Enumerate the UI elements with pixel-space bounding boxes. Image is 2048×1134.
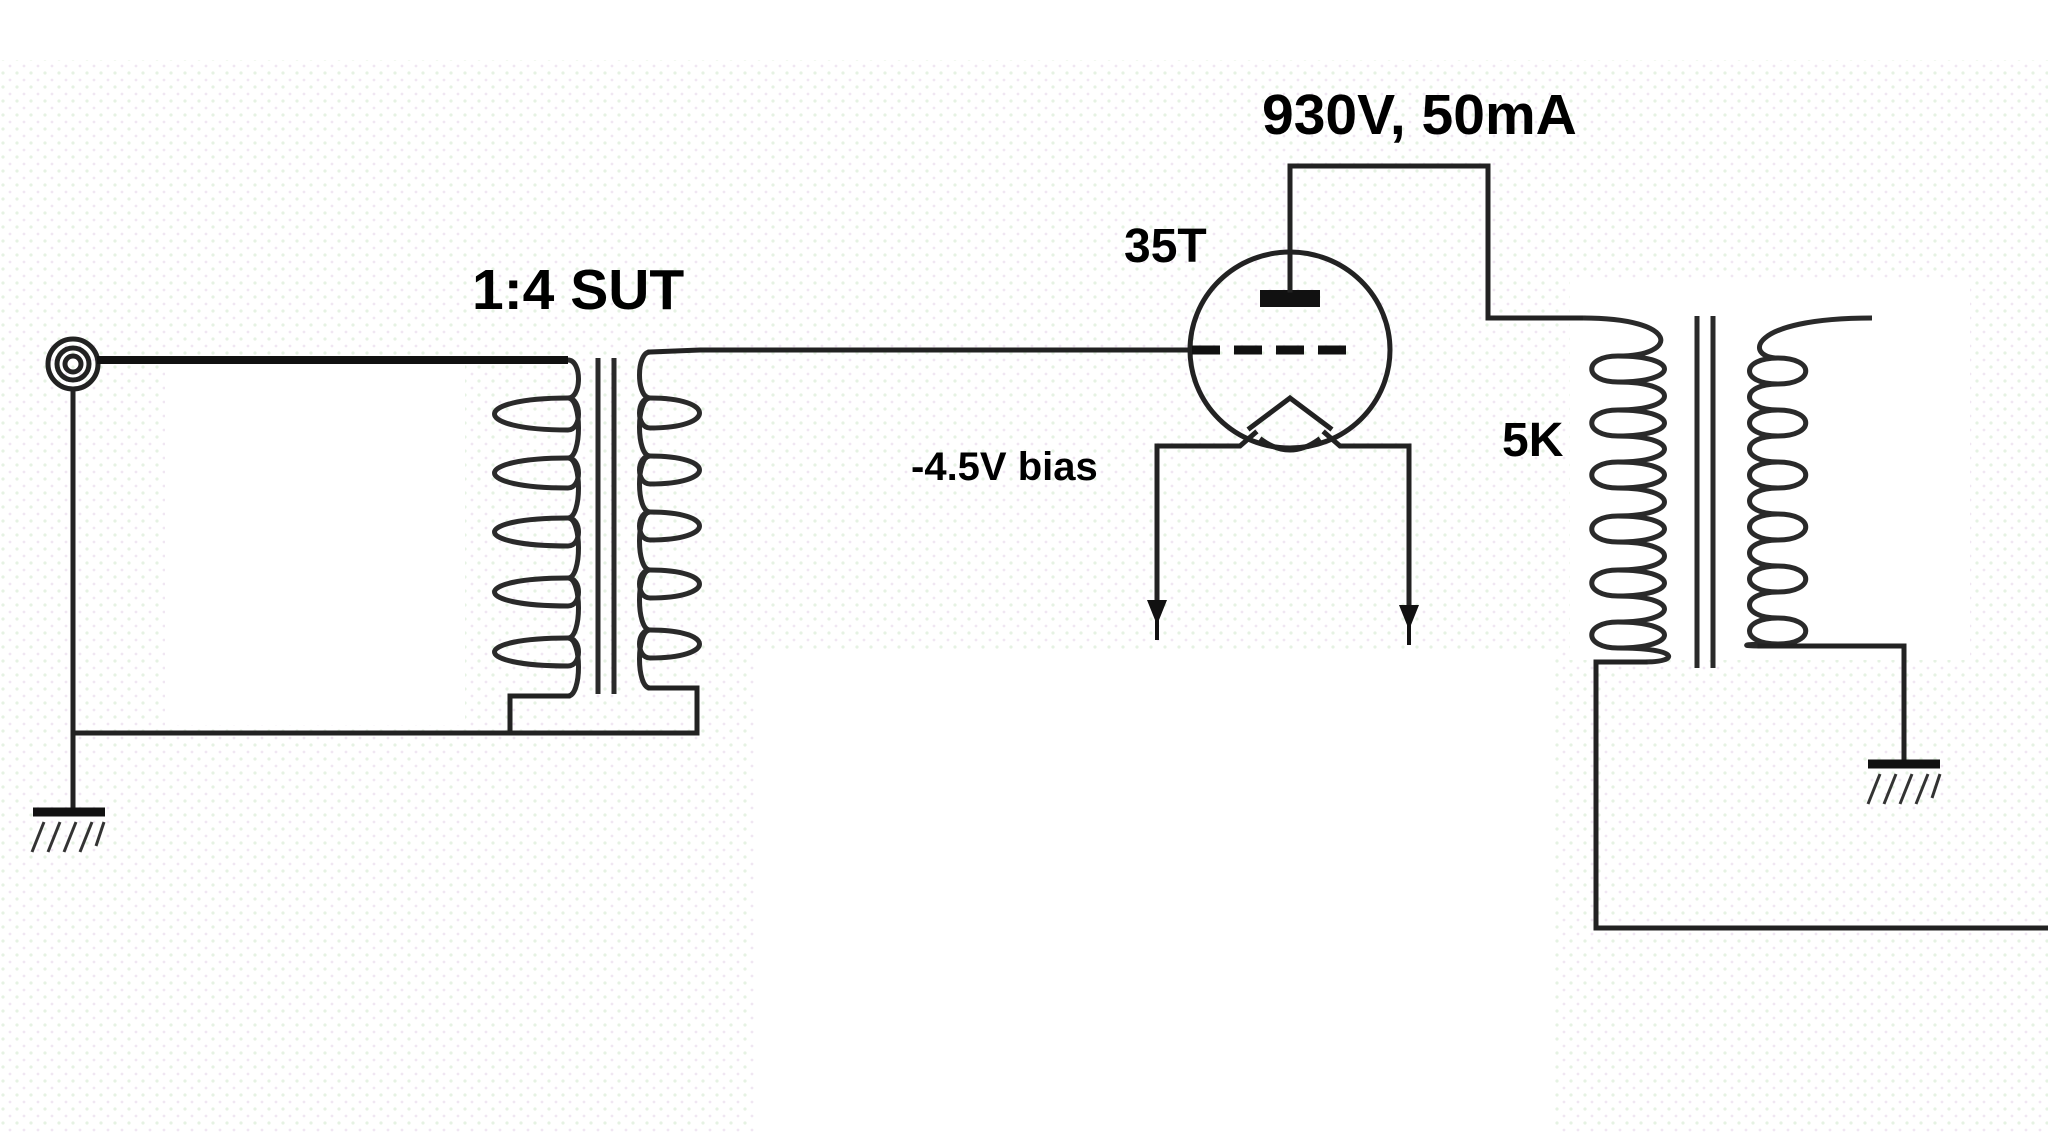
filament-arrow-right (1399, 605, 1419, 645)
bias-label: -4.5V bias (911, 445, 1098, 489)
plate-wire (1287, 163, 1586, 321)
output-transformer (1582, 315, 2048, 931)
background-texture (0, 60, 2048, 1134)
input-transformer-label: 1:4 SUT (472, 258, 684, 322)
ground-symbol-left (30, 807, 106, 853)
plate-supply-label: 930V, 50mA (1262, 83, 1577, 147)
output-impedance-label: 5K (1502, 414, 1564, 467)
tube-type-label: 35T (1124, 220, 1207, 273)
filament-arrow-left (1147, 600, 1167, 640)
step-up-transformer (492, 349, 702, 736)
grid-wire (647, 347, 1195, 355)
triode-tube (1154, 249, 1412, 608)
ground-symbol-right (1866, 759, 1942, 805)
